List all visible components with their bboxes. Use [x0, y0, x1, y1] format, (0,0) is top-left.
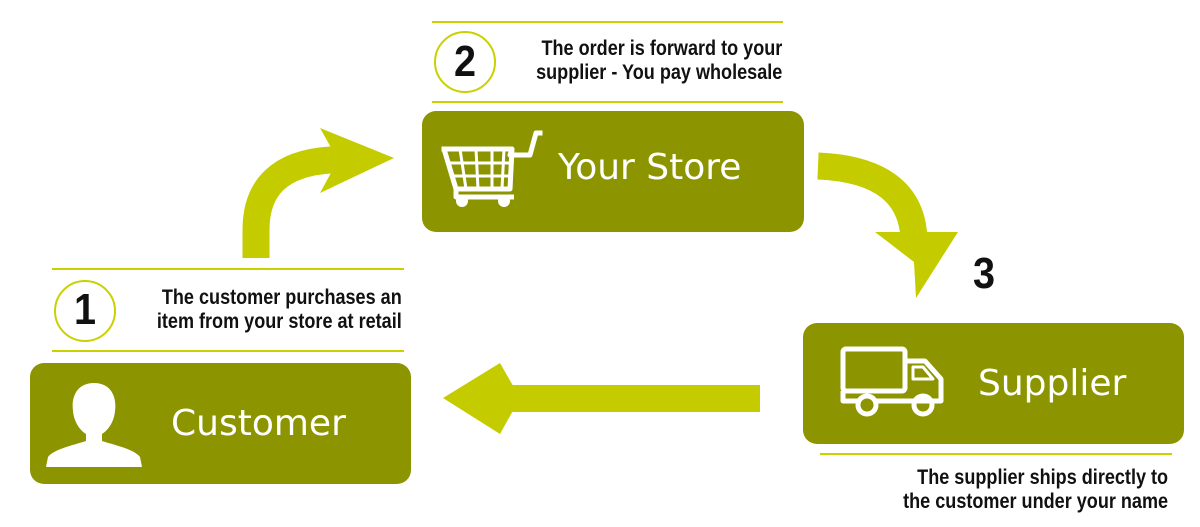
- step-1-bottom-rule: [52, 350, 404, 352]
- customer-box: Customer: [30, 363, 411, 484]
- step-2-number: 2: [453, 37, 477, 86]
- customer-label: Customer: [171, 403, 346, 444]
- your-store-box: Your Store: [422, 111, 804, 232]
- step-2-text: The order is forward to your supplier - …: [535, 37, 782, 84]
- supplier-label: Supplier: [978, 363, 1127, 404]
- step-3-top-rule: [820, 453, 1172, 455]
- person-icon: [46, 383, 142, 467]
- step-1-circle-icon: [54, 280, 116, 342]
- shopping-cart-icon: [441, 130, 543, 207]
- step-2-circle-icon: [434, 31, 496, 93]
- step-2-bottom-rule: [432, 101, 783, 103]
- your-store-label: Your Store: [558, 147, 742, 188]
- delivery-truck-icon: [840, 346, 944, 417]
- step-3-number: 3: [972, 249, 996, 298]
- step-3-text: The supplier ships directly to the custo…: [903, 466, 1168, 513]
- supplier-box: Supplier: [803, 323, 1184, 444]
- step-1-text: The customer purchases an item from your…: [157, 286, 402, 333]
- step-1-number: 1: [73, 285, 97, 334]
- step-2-top-rule: [432, 21, 783, 23]
- step-1-top-rule: [52, 268, 404, 270]
